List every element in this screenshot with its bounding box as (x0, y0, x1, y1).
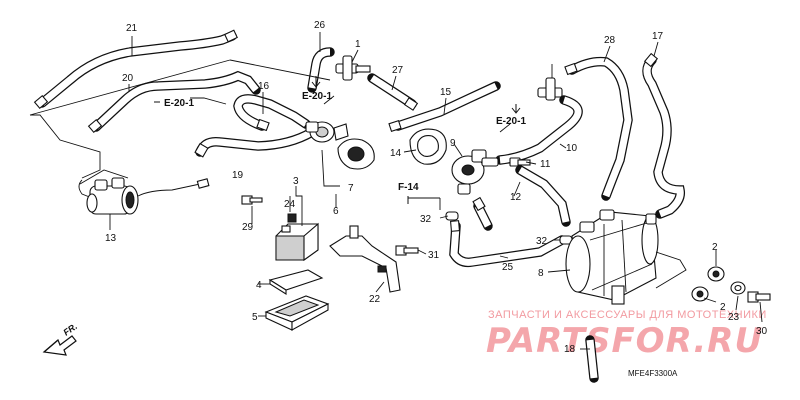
callout-24: 24 (284, 199, 296, 210)
part-13-valve-assembly (78, 169, 210, 215)
callout-29: 29 (242, 222, 254, 233)
part-2-grommet (691, 266, 725, 302)
part-24-bracket (275, 222, 319, 262)
callout-numbers: 21 26 1 27 28 17 20 16 15 14 9 10 11 12 … (105, 20, 768, 355)
callout-8: 8 (538, 268, 544, 279)
hose-25 (449, 221, 567, 268)
hose-17 (642, 55, 686, 219)
part-7-purge-valve (305, 121, 349, 143)
hose-27 (367, 73, 417, 109)
part-1-t-joint (335, 55, 371, 81)
callout-23: 23 (728, 312, 740, 323)
ref-f-14: F-14 (398, 182, 419, 193)
callout-9: 9 (450, 138, 456, 149)
callout-2-lower: 2 (720, 302, 726, 313)
hose-28 (567, 56, 633, 201)
watermark: ЗАПЧАСТИ И АКСЕССУАРЫ ДЛЯ МОТОТЕХНИКИ PA… (486, 309, 767, 361)
callout-19: 19 (232, 170, 244, 181)
hose-15 (393, 81, 501, 131)
callout-17: 17 (652, 31, 664, 42)
hose-ends (33, 29, 659, 232)
hose-12 (515, 165, 571, 227)
ref-e-20-1-center: E-20-1 (302, 91, 332, 102)
hose-21 (37, 31, 237, 108)
callout-3: 3 (293, 176, 299, 187)
callout-11: 11 (540, 159, 551, 170)
watermark-caption: ЗАПЧАСТИ И АКСЕССУАРЫ ДЛЯ МОТОТЕХНИКИ (488, 309, 767, 321)
part-29-bolt (241, 195, 297, 223)
callout-6: 6 (333, 206, 339, 217)
ref-e-20-1-left: E-20-1 (164, 98, 194, 109)
callout-18: 18 (564, 344, 576, 355)
direction-label: FR. (61, 321, 79, 338)
leader-lines (29, 32, 763, 350)
part-22-stay (329, 225, 401, 293)
part-32-clip (445, 211, 573, 245)
callout-28: 28 (604, 35, 616, 46)
part-8-canister (565, 209, 687, 305)
callout-12: 12 (510, 192, 522, 203)
part-5-rubber-holder (264, 295, 330, 331)
part-9-solenoid-valve (451, 149, 499, 195)
callout-14: 14 (390, 148, 402, 159)
part-30-bolt (747, 291, 771, 303)
part-mount-ring-7 (337, 138, 375, 170)
diagram-code: MFE4F3300A (628, 369, 678, 378)
callout-4: 4 (256, 280, 262, 291)
callout-32-right: 32 (536, 236, 548, 247)
callout-30: 30 (756, 326, 768, 337)
watermark-brand: PARTSFOR.RU (486, 321, 763, 361)
callout-25: 25 (502, 262, 514, 273)
hose-20 (91, 70, 261, 132)
callout-31: 31 (428, 250, 440, 261)
callout-1-upper: 1 (355, 39, 361, 50)
hose-16 (233, 94, 311, 131)
callout-16: 16 (258, 81, 270, 92)
callout-27: 27 (392, 65, 404, 76)
part-1-t-joint-right (537, 77, 563, 101)
part-23-collar (730, 281, 746, 295)
callout-10: 10 (566, 143, 578, 154)
callout-26: 26 (314, 20, 326, 31)
callout-5: 5 (252, 312, 258, 323)
callout-15: 15 (440, 87, 452, 98)
callout-21: 21 (126, 23, 138, 34)
front-direction-arrow: FR. (42, 321, 79, 356)
reference-labels: E-20-1 E-20-1 E-20-1 F-14 (154, 76, 526, 204)
callout-7: 7 (348, 183, 354, 194)
callout-2-upper: 2 (712, 242, 718, 253)
ref-e-20-1-right: E-20-1 (496, 116, 526, 127)
part-14-rubber-mount (409, 128, 447, 165)
callout-13: 13 (105, 233, 117, 244)
hose-26 (307, 47, 335, 93)
callout-22: 22 (369, 294, 381, 305)
part-4-pad (268, 269, 324, 295)
callout-20: 20 (122, 73, 134, 84)
hose-19 (195, 127, 317, 157)
callout-32-left: 32 (420, 214, 432, 225)
hose-18 (585, 335, 599, 383)
